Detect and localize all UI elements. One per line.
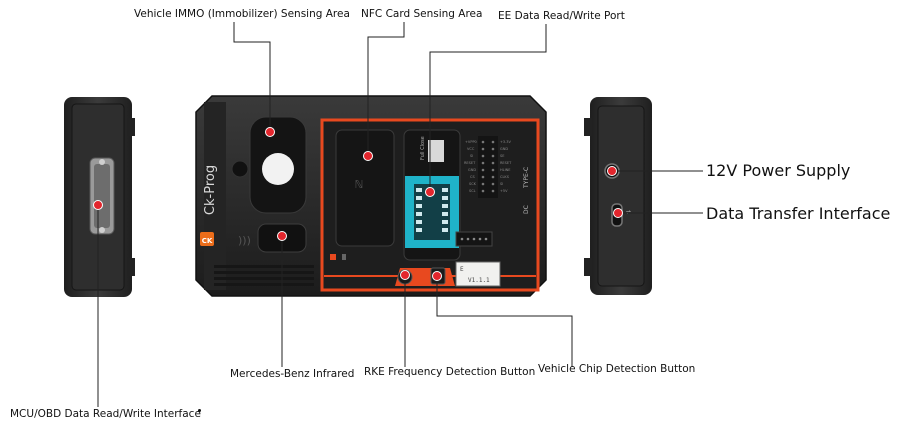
lcd-line-1: E: [460, 266, 464, 273]
label-power-supply: 12V Power Supply: [706, 161, 851, 180]
pin-label: +5V: [500, 189, 508, 193]
svg-text:))): ))): [238, 234, 251, 247]
label-immo: Vehicle IMMO (Immobilizer) Sensing Area: [134, 8, 350, 20]
pin-label: HLINE: [500, 168, 510, 172]
sticker-text: Full Close: [420, 136, 426, 160]
marker: [265, 127, 275, 137]
label-nfc: NFC Card Sensing Area: [361, 8, 483, 20]
markers: [93, 127, 623, 281]
type-c-label: TYPE-C: [523, 167, 530, 189]
pin-label: RESET: [464, 161, 476, 165]
pin-label: CS: [470, 175, 475, 179]
marker: [432, 271, 442, 281]
callout-lines: [97, 22, 703, 407]
logo-text: CK: [202, 237, 213, 245]
pin-label: GND: [468, 168, 476, 172]
main-device: Ck-Prog CK ))) ℕ Full Close: [195, 95, 547, 297]
marker: [363, 151, 373, 161]
pin-label: SE: [500, 154, 504, 158]
label-mcu-obd: MCU/OBD Data Read/Write Interface: [10, 408, 201, 420]
pin-label: RESET: [500, 161, 512, 165]
pin-label: VCC: [467, 147, 475, 151]
ck-logo: [200, 232, 214, 246]
dc-label: DC: [523, 205, 530, 214]
marker: [277, 231, 287, 241]
immo-coil-window: [262, 153, 294, 185]
stray-dot: [198, 409, 201, 412]
pin-label: CLKS: [500, 175, 510, 179]
label-ee-port: EE Data Read/Write Port: [498, 10, 625, 22]
marker: [93, 200, 103, 210]
pin-label: SI: [500, 182, 503, 186]
pin-label: +3.3V: [500, 140, 511, 144]
svg-text:ℕ: ℕ: [355, 178, 364, 191]
lcd-screen: [455, 261, 501, 287]
pin-label: SCK: [469, 182, 477, 186]
label-chip-detection: Vehicle Chip Detection Button: [538, 363, 696, 375]
pin-label: SCL: [469, 189, 476, 193]
right-side-view: ⇌: [584, 97, 652, 295]
marker: [607, 166, 617, 176]
full-close-sticker: [428, 140, 444, 162]
lcd-line-2: V1.1.1: [468, 277, 490, 284]
label-mercedes-infrared: Mercedes-Benz Infrared: [230, 368, 355, 380]
left-side-view: [64, 97, 135, 297]
marker: [400, 270, 410, 280]
label-data-transfer: Data Transfer Interface: [706, 204, 891, 223]
nfc-panel: [335, 129, 395, 247]
pin-label: +VPP0: [465, 140, 477, 144]
marker: [613, 208, 623, 218]
brand-label: Ck-Prog: [203, 165, 218, 215]
pin-label: SI: [470, 154, 473, 158]
pin-label: GND: [500, 147, 508, 151]
label-rke-button: RKE Frequency Detection Button: [364, 366, 536, 378]
marker: [425, 187, 435, 197]
pin-header: [478, 136, 498, 198]
